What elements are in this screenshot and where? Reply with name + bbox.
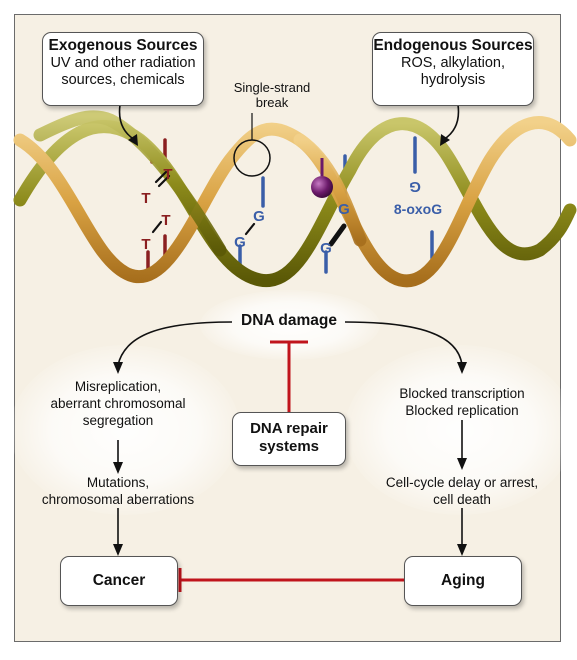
dna-repair-line2: systems	[258, 438, 320, 455]
left-step1-line3: segregation	[82, 413, 154, 428]
base-g-1: G	[253, 208, 265, 225]
dna-damage-label: DNA damage	[241, 312, 337, 329]
base-g-4: G	[320, 240, 332, 257]
left-step2: Mutations, chromosomal aberrations	[18, 474, 218, 508]
right-step2-line2: cell death	[433, 492, 491, 507]
aging-box: Aging	[404, 556, 522, 606]
left-step2-line2: chromosomal aberrations	[41, 492, 195, 507]
dna-repair-box: DNA repair systems	[232, 412, 346, 466]
adduct-ball	[311, 176, 333, 198]
base-g-5: G	[409, 178, 421, 195]
left-step1-line1: Misreplication,	[74, 379, 162, 394]
exogenous-line1: UV and other radiation	[50, 55, 196, 71]
endogenous-line2: hydrolysis	[420, 72, 486, 88]
glow-left	[10, 345, 240, 515]
base-t-3: T	[161, 212, 171, 229]
endogenous-box: Endogenous Sources ROS, alkylation, hydr…	[372, 32, 534, 106]
base-g-2: G	[234, 234, 246, 251]
left-step1-line2: aberrant chromosomal	[50, 396, 186, 411]
inhibit-aging-cancer	[178, 568, 405, 592]
endogenous-line1: ROS, alkylation,	[401, 55, 505, 71]
right-step2: Cell-cycle delay or arrest, cell death	[362, 474, 562, 508]
base-t-1: T	[163, 166, 173, 183]
cancer-box: Cancer	[60, 556, 178, 606]
single-strand-line1: Single-strand	[233, 80, 311, 95]
single-strand-line2: break	[255, 95, 289, 110]
right-step1-line1: Blocked transcription	[399, 386, 525, 401]
left-step2-line1: Mutations,	[86, 475, 150, 490]
base-t-4: T	[141, 236, 151, 253]
damage-arrows	[117, 321, 463, 546]
arrowheads	[113, 362, 467, 556]
right-step2-line1: Cell-cycle delay or arrest,	[385, 475, 539, 490]
strand-orange-front	[293, 133, 367, 247]
right-step1-line2: Blocked replication	[405, 403, 519, 418]
base-8-oxog: 8-oxoG	[393, 201, 443, 217]
glow-right	[345, 345, 575, 515]
base-t-2: T	[141, 190, 151, 207]
endogenous-title: Endogenous Sources	[373, 37, 533, 54]
inhibit-repair	[270, 340, 308, 412]
left-step1: Misreplication, aberrant chromosomal seg…	[28, 378, 208, 429]
thymine-dimer-marks	[151, 170, 171, 234]
right-step1: Blocked transcription Blocked replicatio…	[372, 385, 552, 419]
base-g-3: G	[338, 201, 350, 218]
exogenous-title: Exogenous Sources	[48, 37, 198, 54]
exogenous-box: Exogenous Sources UV and other radiation…	[42, 32, 204, 106]
dna-repair-line1: DNA repair	[250, 420, 328, 437]
single-strand-break-label: Single-strand break	[222, 80, 322, 110]
exogenous-line2: sources, chemicals	[61, 72, 185, 88]
guanine-crosslink-marks	[244, 222, 256, 236]
alkylation-bond	[328, 223, 347, 247]
